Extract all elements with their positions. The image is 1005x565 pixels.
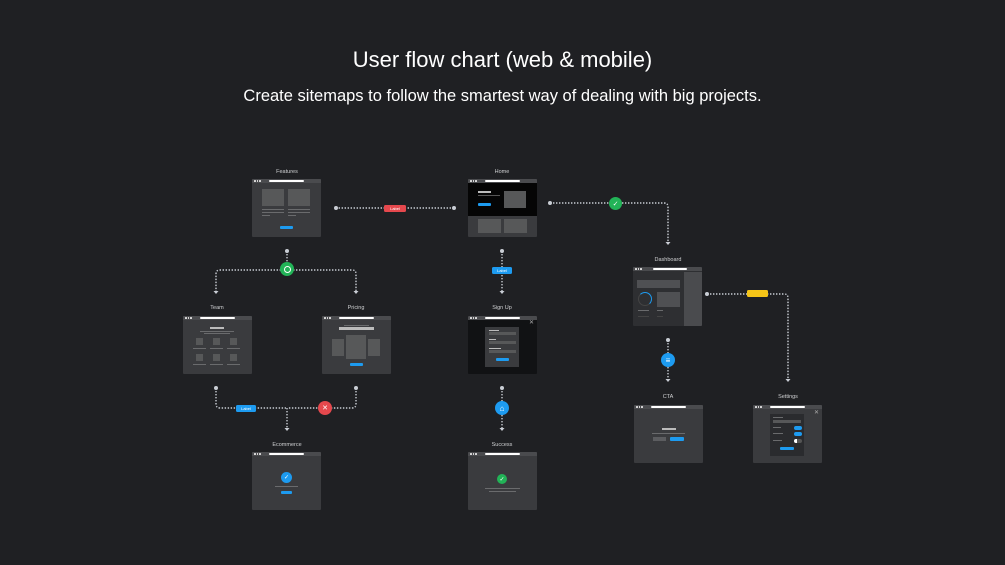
label-badge-red[interactable]: Label [384,205,406,212]
node-settings[interactable]: ✕ [753,405,822,463]
node-team[interactable] [183,316,252,374]
connector-pricing-ecommerce [288,388,357,409]
toggle-on[interactable] [794,432,802,436]
endpoint-dot [214,386,218,390]
close-icon: ✕ [322,405,328,412]
target-marker[interactable] [280,262,294,276]
label-badge-blue[interactable]: Label [236,405,256,412]
node-pricing[interactable] [322,316,391,374]
check-circle-icon: ✓ [281,472,292,483]
arrowhead [785,379,791,382]
browser-bar [252,179,321,183]
arrowhead [499,291,505,294]
page-subtitle: Create sitemaps to follow the smartest w… [243,87,762,105]
node-label-team: Team [210,305,224,311]
node-label-pricing: Pricing [347,305,365,311]
node-cta[interactable] [634,405,703,463]
menu-icon: ≡ [665,355,671,365]
endpoint-dot [500,386,504,390]
browser-bar [468,316,537,320]
node-dashboard[interactable] [633,267,702,326]
browser-bar [634,405,703,409]
label-badge-blue[interactable]: Label [492,267,512,274]
node-label-success: Success [491,442,513,448]
node-label-dashboard: Dashboard [654,257,682,263]
endpoint-dot [452,206,456,210]
connector-dashboard-settings [707,293,789,380]
endpoint-dot [334,206,338,210]
node-home[interactable] [468,179,537,237]
browser-bar [183,316,252,320]
browser-bar [468,452,537,456]
close-marker[interactable]: ✕ [318,401,332,415]
arrowhead [284,428,290,431]
endpoint-dot [285,249,289,253]
toggle-off[interactable] [794,439,802,443]
endpoint-dot [666,338,670,342]
node-ecommerce[interactable]: ✓ [252,452,321,510]
menu-marker[interactable]: ≡ [661,353,675,367]
home-icon: ⌂ [499,403,505,413]
toggle-on[interactable] [794,426,802,430]
arrowhead [213,291,219,294]
node-label-features: Features [276,169,298,175]
arrowhead [665,242,671,245]
browser-bar [252,452,321,456]
browser-bar [753,405,822,409]
node-label-home: Home [494,169,510,175]
check-marker[interactable]: ✓ [609,197,622,210]
target-icon [283,265,291,273]
node-signup[interactable]: ✕ [468,316,537,374]
connector-features-pricing [287,269,357,292]
browser-bar [633,267,702,271]
home-marker[interactable]: ⌂ [495,401,509,415]
page-title: User flow chart (web & mobile) [352,47,653,72]
node-label-cta: CTA [662,394,674,400]
arrowhead [353,291,359,294]
connector-home-dashboard [550,202,669,243]
node-success[interactable]: ✓ [468,452,537,510]
endpoint-dot [354,386,358,390]
close-icon[interactable]: ✕ [529,320,535,326]
node-label-ecommerce: Ecommerce [272,442,302,448]
arrowhead [499,428,505,431]
connector-team-ecommerce [215,388,286,409]
arrowhead [665,379,671,382]
node-features[interactable] [252,179,321,237]
node-label-signup: Sign Up [492,305,512,311]
connector-features-team [215,269,287,292]
endpoint-dot [705,292,709,296]
browser-bar [468,179,537,183]
node-label-settings: Settings [778,394,798,400]
check-circle-icon: ✓ [497,474,507,484]
check-icon: ✓ [612,200,619,208]
endpoint-dot [500,249,504,253]
close-icon[interactable]: ✕ [814,410,820,416]
label-badge-yellow[interactable]: Label [747,290,768,297]
browser-bar [322,316,391,320]
endpoint-dot [548,201,552,205]
